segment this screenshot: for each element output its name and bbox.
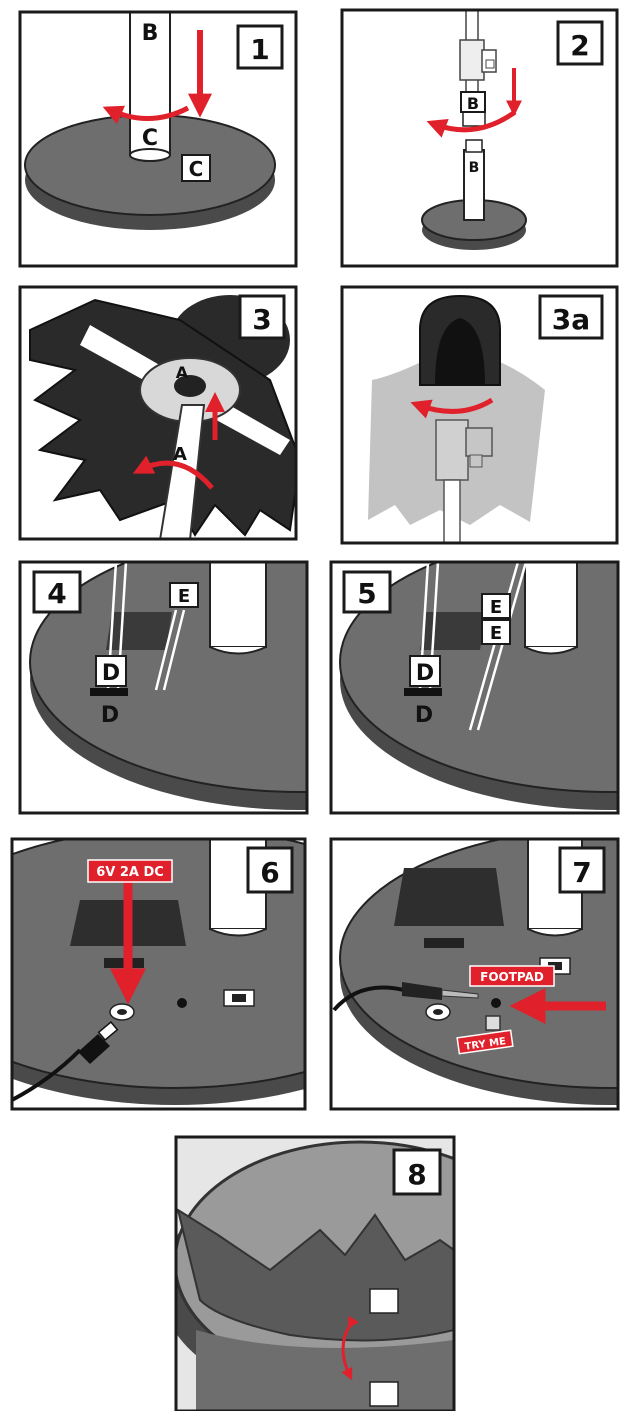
part-label: E <box>490 597 502 618</box>
part-label: D <box>102 661 120 686</box>
panel-step-2: 2 B B <box>342 10 617 266</box>
part-label: C <box>189 157 204 181</box>
step-number: 7 <box>572 856 591 889</box>
part-label: B <box>467 94 479 113</box>
panel-step-3: 3 A A <box>20 287 300 540</box>
power-callout: 6V 2A DC <box>96 865 164 880</box>
panel-step-7: 7 FOOTPAD TRY ME <box>331 828 632 1109</box>
step-number: 8 <box>407 1158 426 1191</box>
part-label: A <box>176 363 189 382</box>
step-number: 5 <box>357 577 376 610</box>
footpad-callout: FOOTPAD <box>480 970 544 984</box>
part-label: D <box>101 703 119 728</box>
step-number: 3a <box>552 303 590 336</box>
part-label: E <box>178 586 190 607</box>
part-label: D <box>416 661 434 686</box>
step-number: 1 <box>250 33 269 66</box>
panel-step-3a: 3a <box>342 287 617 550</box>
part-label: B <box>469 160 480 176</box>
panel-step-8: 8 <box>160 1137 545 1411</box>
step-number: 6 <box>260 856 279 889</box>
part-label: A <box>173 444 187 465</box>
part-label: D <box>415 703 433 728</box>
part-label: C <box>142 126 158 151</box>
panel-step-5: 5 E E D D <box>331 532 632 813</box>
step-number: 2 <box>570 29 589 62</box>
part-label: B <box>142 21 159 46</box>
panel-step-1: 1 B C C <box>20 10 296 266</box>
step-number: 4 <box>47 577 66 610</box>
step-number: 3 <box>252 303 271 336</box>
part-label: E <box>490 623 502 644</box>
